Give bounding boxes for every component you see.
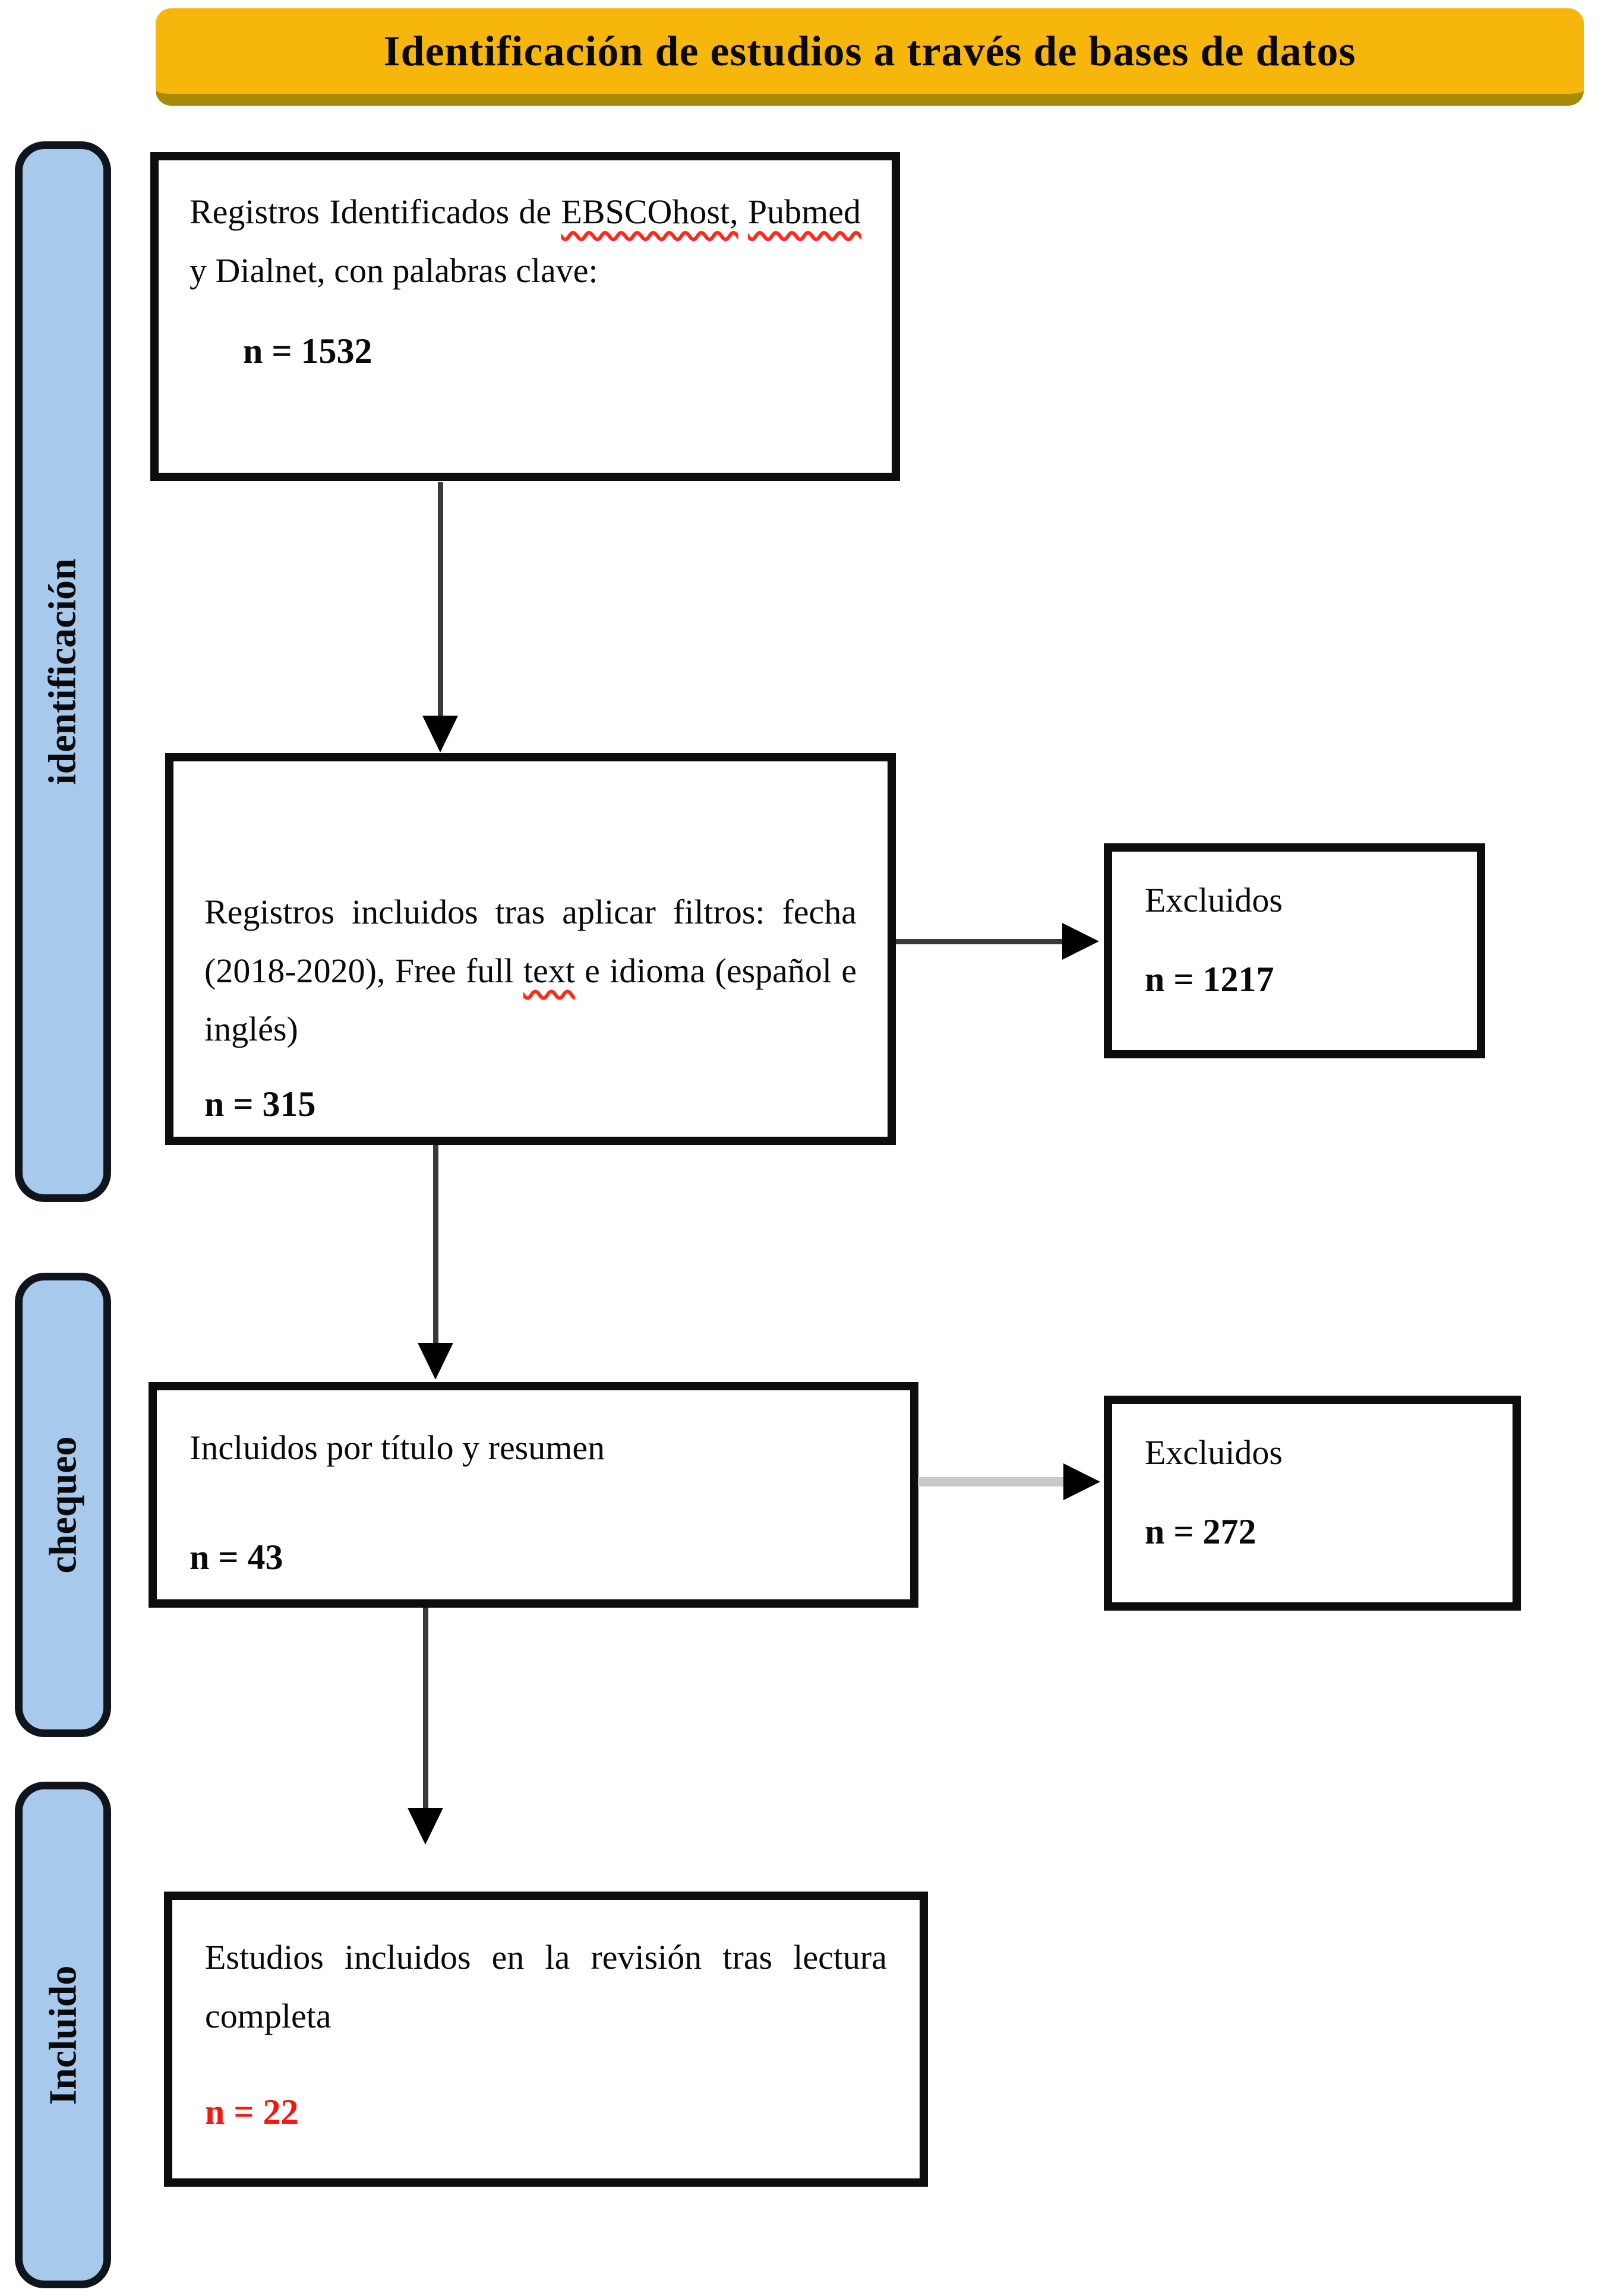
arrow-down-1-head <box>422 716 458 752</box>
phase-label-incluido: Incluido <box>41 1965 84 2105</box>
box-identified-records-count: n = 1532 <box>243 331 372 371</box>
diagram-title: Identificación de estudios a través de b… <box>383 27 1356 75</box>
title-banner: Identificación de estudios a través de b… <box>156 8 1584 106</box>
box-excluded-2: Excluidos n = 272 <box>1104 1396 1521 1611</box>
arrow-right-1-head <box>1062 923 1099 960</box>
box-excluded-1-label: Excluidos <box>1145 881 1283 919</box>
phase-label-identificacion: identificación <box>41 558 84 785</box>
box-filtered-records-count: n = 315 <box>204 1084 316 1124</box>
phase-band-incluido: Incluido <box>15 1782 111 2288</box>
box-excluded-1-count: n = 1217 <box>1145 960 1274 999</box>
arrow-right-2-head <box>1063 1463 1100 1500</box>
box-filtered-records: Registros incluidos tras aplicar fil­tro… <box>165 753 896 1145</box>
box-identified-records: Registros Identificados de EBSCOhost, Pu… <box>150 152 900 481</box>
phase-label-chequeo: chequeo <box>41 1436 84 1574</box>
box-final-included-count: n = 22 <box>205 2092 299 2132</box>
box-title-abstract-included-text: Incluidos por título y resumen <box>190 1428 605 1467</box>
box-final-included: Estudios incluidos en la revisión tras l… <box>164 1892 928 2187</box>
phase-band-chequeo: chequeo <box>15 1273 111 1737</box>
box-title-abstract-included: Incluidos por título y resumen n = 43 <box>149 1382 918 1608</box>
arrow-down-2 <box>433 1145 438 1343</box>
arrow-down-3-head <box>408 1808 443 1845</box>
arrow-right-1 <box>896 939 1063 944</box>
box-final-included-text: Estudios incluidos en la revisión tras l… <box>205 1938 887 2035</box>
phase-band-identificacion: identificación <box>15 141 111 1202</box>
arrow-down-1 <box>438 482 443 716</box>
box-excluded-2-label: Excluidos <box>1145 1433 1283 1472</box>
box-title-abstract-included-count: n = 43 <box>190 1537 283 1577</box>
arrow-down-3 <box>423 1608 428 1808</box>
box-excluded-1: Excluidos n = 1217 <box>1104 843 1485 1058</box>
box-excluded-2-count: n = 272 <box>1145 1512 1256 1551</box>
arrow-down-2-head <box>418 1343 453 1380</box>
arrow-right-2 <box>918 1477 1065 1487</box>
box-filtered-records-text: Registros incluidos tras aplicar fil­tro… <box>204 893 857 1049</box>
box-identified-records-text: Registros Identificados de EBSCOhost, Pu… <box>190 192 861 290</box>
